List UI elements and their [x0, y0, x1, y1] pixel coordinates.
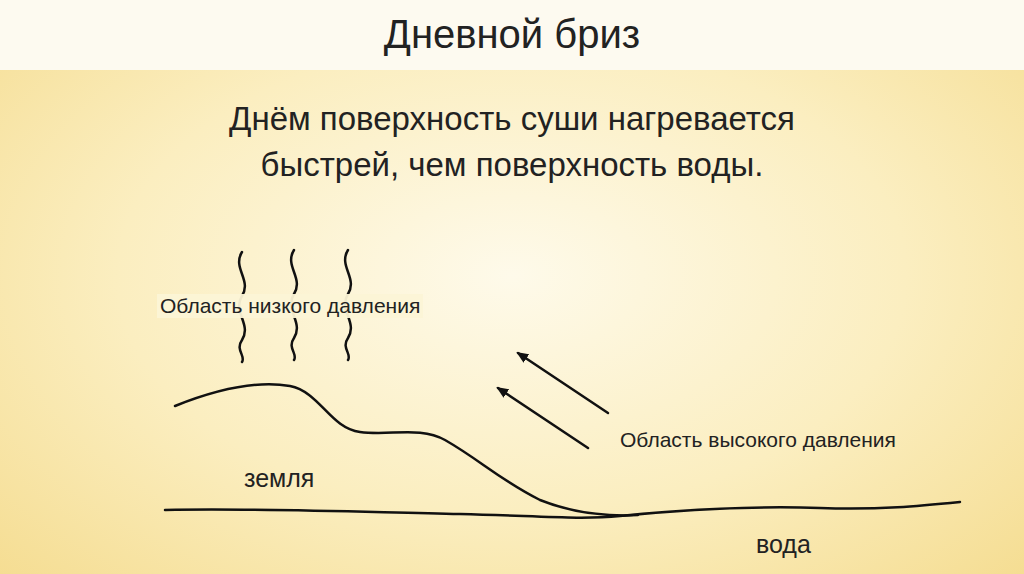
wind-arrow	[498, 388, 588, 448]
low-pressure-label: Область низкого давления	[157, 294, 423, 318]
intro-text: Днём поверхность суши нагревается быстре…	[162, 96, 862, 188]
high-pressure-label: Область высокого давления	[620, 428, 896, 452]
water-line	[165, 502, 960, 518]
water-label: вода	[756, 530, 811, 559]
slide-title: Дневной бриз	[0, 12, 1024, 57]
land-label: земля	[244, 464, 314, 493]
land-line	[175, 384, 638, 515]
wind-arrow	[518, 353, 608, 413]
